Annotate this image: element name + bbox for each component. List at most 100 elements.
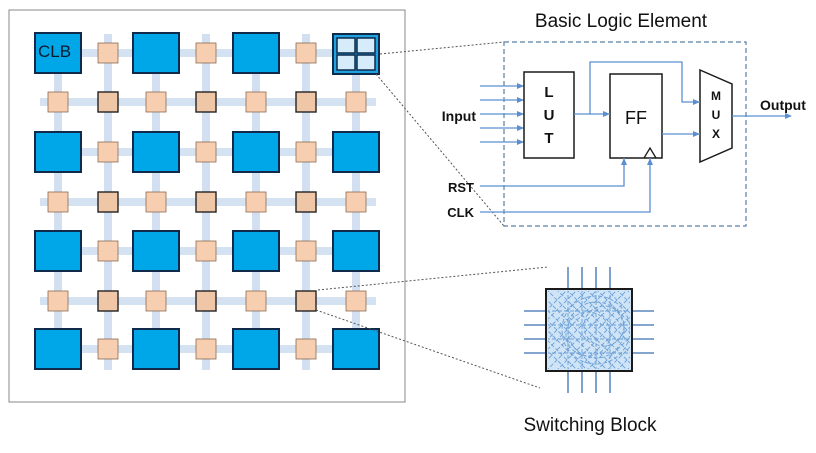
sb-mesh-line — [636, 289, 718, 371]
switch-block — [97, 191, 119, 213]
zoom-line-sb-bottom — [315, 309, 541, 389]
ble-boundary — [503, 41, 747, 227]
ff-block — [609, 73, 663, 159]
ble-title: Basic Logic Element — [535, 11, 708, 32]
zoom-line-sb-top — [317, 266, 549, 291]
sb-mesh-line — [548, 291, 627, 369]
switch-blocks — [97, 91, 317, 312]
lut-block — [523, 71, 575, 159]
switch-block — [295, 91, 317, 113]
sb-mesh-line — [548, 350, 567, 369]
sb-mesh-line — [617, 356, 630, 369]
clb-block — [34, 131, 82, 173]
clb-block — [332, 328, 380, 370]
clb-block — [132, 328, 180, 370]
sb-mesh-line — [636, 289, 718, 371]
switch-block — [195, 91, 217, 113]
connection-block — [97, 240, 119, 262]
lut-letter: T — [544, 130, 553, 147]
sb-mesh-line — [548, 291, 567, 310]
internal-wires — [480, 61, 790, 213]
connection-block — [195, 141, 217, 163]
input-label: Input — [442, 108, 477, 124]
switch-block — [295, 290, 317, 312]
connection-block — [47, 191, 69, 213]
connection-block — [145, 91, 167, 113]
switching-block-pins — [524, 267, 654, 393]
switch-block — [195, 290, 217, 312]
connection-block — [245, 290, 267, 312]
sb-mesh-line — [548, 330, 587, 369]
input-arrows — [517, 83, 524, 145]
sb-mesh-line — [548, 340, 577, 369]
connection-block — [97, 42, 119, 64]
clb-block — [232, 32, 280, 74]
basic-logic-element: Basic Logic Element L U T FF M U — [442, 11, 806, 227]
ff-label: FF — [625, 108, 647, 128]
clk-label: CLK — [447, 205, 474, 220]
sb-mesh-line — [557, 291, 630, 364]
zoom-lines — [315, 41, 549, 389]
connection-blocks — [47, 42, 367, 360]
clb-label: CLB — [38, 42, 71, 61]
clb-block — [332, 230, 380, 272]
connection-block — [195, 42, 217, 64]
clb-block — [132, 131, 180, 173]
mux-letter: X — [712, 127, 720, 141]
switching-block-body — [545, 288, 633, 372]
sb-mesh-line — [627, 366, 630, 369]
connection-block — [47, 91, 69, 113]
lut-letter: U — [544, 107, 555, 124]
sb-mesh-line — [548, 320, 597, 369]
mux-letter: U — [712, 108, 721, 122]
fpga-fabric: CLB — [8, 9, 406, 403]
input-wires — [480, 85, 524, 143]
mux-letter: M — [711, 89, 721, 103]
clock-triangle — [643, 146, 657, 159]
internal-arrows — [603, 99, 792, 165]
sb-mesh-line — [548, 310, 607, 369]
clb-block — [34, 328, 82, 370]
connection-block — [345, 191, 367, 213]
connection-block — [295, 240, 317, 262]
switch-block — [97, 91, 119, 113]
clb-block — [232, 328, 280, 370]
sb-mesh-line — [646, 289, 728, 371]
connection-block — [97, 141, 119, 163]
connection-block — [295, 141, 317, 163]
connection-block — [145, 191, 167, 213]
clb-block — [132, 32, 180, 74]
connection-block — [47, 290, 69, 312]
sb-mesh-line — [567, 291, 630, 354]
connection-block — [345, 290, 367, 312]
zoom-line-ble-bottom — [375, 73, 505, 227]
lut-letter: L — [544, 84, 553, 101]
connection-block — [245, 191, 267, 213]
switch-block — [295, 191, 317, 213]
sb-mesh-line — [617, 291, 630, 304]
sb-mesh-line — [627, 291, 630, 294]
sb-mesh-line — [646, 289, 728, 371]
connection-block — [145, 290, 167, 312]
mux-block — [699, 68, 733, 164]
connection-block — [195, 338, 217, 360]
connection-block — [345, 91, 367, 113]
sb-mesh-arc — [583, 305, 625, 347]
connection-block — [295, 338, 317, 360]
highlighted-clb — [332, 33, 380, 75]
switch-block — [195, 191, 217, 213]
switching-block-detail: Switching Block — [523, 267, 728, 436]
switching-block-title: Switching Block — [523, 415, 657, 436]
switching-block-mesh — [548, 289, 728, 371]
sb-mesh-line — [607, 291, 630, 314]
clb-block — [232, 131, 280, 173]
rst-label: RST — [448, 180, 474, 195]
switch-block — [97, 290, 119, 312]
clb-block — [34, 230, 82, 272]
clb-block — [232, 230, 280, 272]
output-label: Output — [760, 97, 806, 113]
zoom-line-ble-top — [379, 41, 505, 55]
sb-mesh-line — [577, 291, 630, 344]
